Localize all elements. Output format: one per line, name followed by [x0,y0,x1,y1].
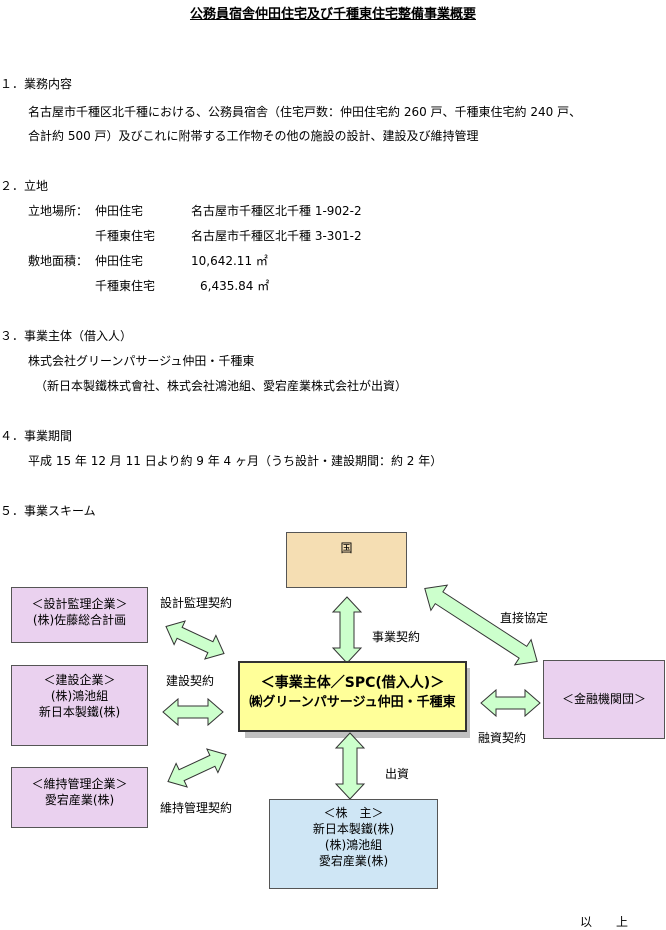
area-nakata-value: 10,642.11 ㎡ [191,254,268,268]
section-4-text-1: 平成 15 年 12 月 11 日より約 9 年 4 ヶ月（うち設計・建設期間：… [28,454,443,468]
section-1-text-2: 合計約 500 戸）及びこれに附帯する工作物その他の施設の設計、建設及び維持管理 [28,129,479,143]
business-contract-label: 事業契約 [372,630,421,644]
arrow-build-contract [162,697,224,727]
location-label: 立地場所： [28,204,89,218]
investment-label: 出資 [385,767,410,781]
construction-company-name-2: 新日本製鐵(株) [38,705,121,719]
location-chikusa-address: 名古屋市千種区北千種 3-301-2 [191,229,362,243]
area-nakata-name: 仲田住宅 [95,254,144,268]
area-label: 敷地面積： [28,254,89,268]
construction-company-box: ＜建設企業＞ (株)鴻池組 新日本製鐵(株) [11,665,148,746]
maintenance-company-box: ＜維持管理企業＞ 愛宕産業(株) [11,767,148,828]
arrow-maintenance-contract [167,748,227,788]
area-chikusa-value: 6,435.84 ㎡ [200,279,270,293]
financial-institutions-label: ＜金融機関団＞ [561,692,646,706]
design-company-title: ＜設計監理企業＞ [31,597,128,611]
section-3-text-2: （新日本製鐵株式會社、株式会社鴻池組、愛宕産業株式会社が出資） [35,379,408,393]
arrow-loan-contract [480,688,541,718]
section-1-text-1: 名古屋市千種区北千種における、公務員宿舎（住宅戸数：仲田住宅約 260 戸、千種… [28,105,582,119]
section-3-heading: ３．事業主体（借入人） [0,329,133,343]
government-label: 国 [340,541,353,555]
design-company-name: (株)佐藤総合計画 [32,613,127,627]
maintenance-company-title: ＜維持管理企業＞ [31,777,128,791]
section-3-text-1: 株式会社グリーンパサージュ仲田・千種東 [28,354,255,368]
spc-name: ㈱グリーンパサージュ仲田・千種東 [249,695,456,710]
shareholders-title: ＜株 主＞ [323,806,384,820]
section-1-heading: １．業務内容 [0,77,73,91]
location-nakata-name: 仲田住宅 [95,204,144,218]
spc-title: ＜事業主体／SPC(借入人)＞ [260,675,445,691]
government-box: 国 [286,532,407,588]
location-chikusa-name: 千種東住宅 [95,229,156,243]
shareholder-3: 愛宕産業(株) [318,854,389,868]
location-nakata-address: 名古屋市千種区北千種 1-902-2 [191,204,362,218]
build-contract-label: 建設契約 [166,674,215,688]
shareholders-box: ＜株 主＞ 新日本製鐵(株) (株)鴻池組 愛宕産業(株) [269,799,438,889]
maintenance-contract-label: 維持管理契約 [160,801,233,815]
maintenance-company-name: 愛宕産業(株) [44,793,115,807]
construction-company-title: ＜建設企業＞ [43,673,116,687]
document-title: 公務員宿舎仲田住宅及び千種東住宅整備事業概要 [189,7,476,22]
construction-company-name-1: (株)鴻池組 [50,689,109,703]
design-contract-label: 設計監理契約 [160,596,233,610]
spc-box: ＜事業主体／SPC(借入人)＞ ㈱グリーンパサージュ仲田・千種東 [238,661,467,732]
arrow-design-contract [165,620,225,660]
shareholder-2: (株)鴻池組 [324,838,383,852]
arrow-business-contract [331,596,363,664]
shareholder-1: 新日本製鐵(株) [312,822,395,836]
section-2-heading: ２．立地 [0,179,49,193]
area-chikusa-name: 千種東住宅 [95,279,156,293]
loan-contract-label: 融資契約 [478,731,527,745]
section-4-heading: ４．事業期間 [0,429,73,443]
section-5-heading: ５．事業スキーム [0,504,96,518]
direct-agreement-label: 直接協定 [500,611,549,625]
design-company-box: ＜設計監理企業＞ (株)佐藤総合計画 [11,587,148,643]
closing-mark: 以 上 [580,915,629,929]
financial-institutions-box: ＜金融機関団＞ [543,660,665,739]
arrow-investment [334,732,366,800]
